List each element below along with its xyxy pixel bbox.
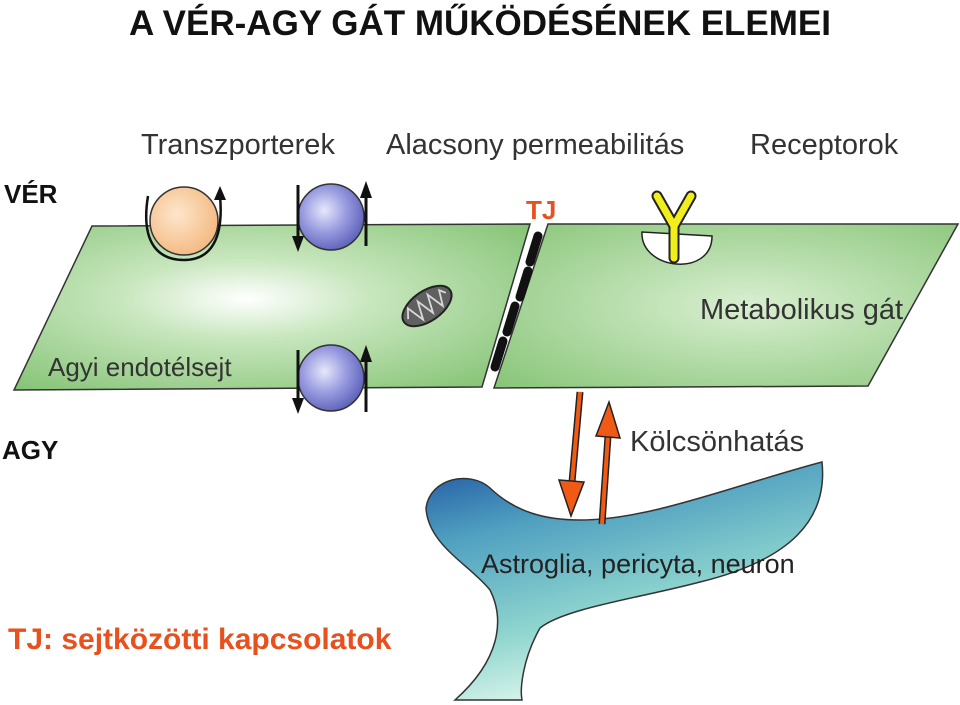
glia-label: Astroglia, pericyta, neuron xyxy=(481,549,795,579)
receptor-y-icon xyxy=(641,190,713,265)
brain-side-label: AGY xyxy=(2,435,59,465)
metabolic-barrier-label: Metabolikus gát xyxy=(700,294,904,326)
transporters-label: Transzporterek xyxy=(141,129,335,161)
transporter-purple-icon xyxy=(292,344,372,414)
arrow-down-icon xyxy=(557,391,586,519)
page-title: A VÉR-AGY GÁT MŰKÖDÉSÉNEK ELEMEI xyxy=(128,4,832,43)
interaction-label: Kölcsönhatás xyxy=(630,426,805,458)
tight-junction-icon xyxy=(490,231,543,372)
transporter-orange-icon xyxy=(145,186,226,262)
blood-side-label: VÉR xyxy=(4,179,58,209)
tj-label: TJ xyxy=(526,195,557,225)
transporter-purple-icon xyxy=(292,181,372,252)
mitochondrion-icon xyxy=(401,284,453,328)
arrow-up-icon xyxy=(594,399,622,525)
receptors-label: Receptorok xyxy=(750,129,899,161)
glia-cell xyxy=(425,461,824,701)
footnote: TJ: sejtközötti kapcsolatok xyxy=(8,623,392,656)
low-permeability-label: Alacsony permeabilitás xyxy=(386,129,685,161)
endothelial-cell-right xyxy=(492,223,960,389)
endothelial-cell-left xyxy=(12,223,532,391)
endothelial-cell-label: Agyi endotélsejt xyxy=(48,352,232,382)
